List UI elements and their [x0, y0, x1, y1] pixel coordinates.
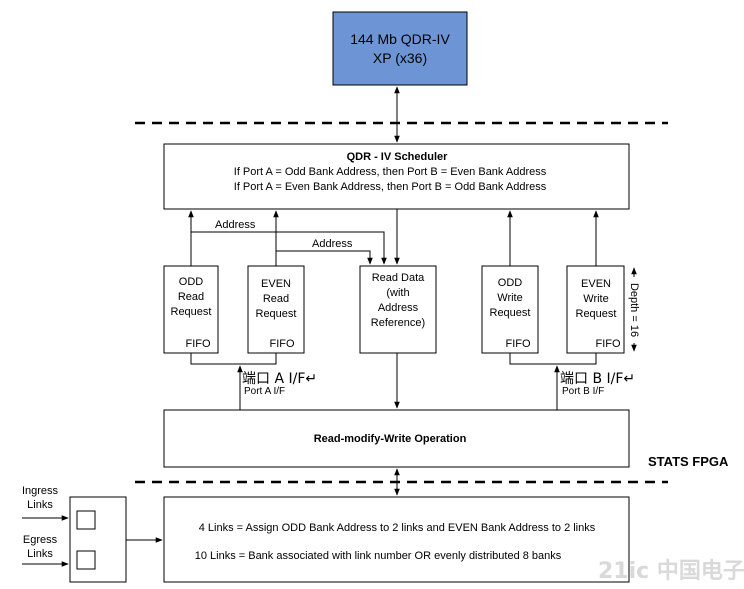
address-line-even: [276, 250, 373, 265]
port-a-en-label: Port A I/F: [244, 386, 285, 397]
read-data-label-3: Address: [378, 302, 419, 314]
depth-label-bg: [626, 277, 642, 343]
odd-read-request-fifo: ODD Read Request FIFO: [163, 265, 219, 354]
egress-label-2: Links: [27, 548, 53, 560]
address-line-odd: [191, 231, 387, 265]
odd-write-fifo-label: FIFO: [505, 338, 530, 350]
qdr-iv-memory-block: 144 Mb QDR-IV XP (x36): [332, 11, 468, 86]
even-write-fifo-label: FIFO: [595, 338, 620, 350]
egress-port-square: [76, 550, 96, 570]
links-rule-1: 4 Links = Assign ODD Bank Address to 2 l…: [199, 522, 596, 534]
odd-write-label-2: Write: [497, 292, 522, 304]
even-read-request-fifo: EVEN Read Request FIFO: [247, 265, 305, 354]
port-b-en-label: Port B I/F: [562, 386, 604, 397]
even-read-label-3: Request: [256, 308, 297, 320]
memory-line-1: 144 Mb QDR-IV: [350, 31, 450, 47]
memory-line-2: XP (x36): [373, 50, 427, 66]
links-rule-2: 10 Links = Bank associated with link num…: [195, 550, 562, 562]
read-data-label-4: Reference): [371, 317, 425, 329]
links-config-block: 4 Links = Assign ODD Bank Address to 2 l…: [163, 496, 630, 583]
qdr-iv-scheduler-block: QDR - IV Scheduler If Port A = Odd Bank …: [163, 143, 630, 210]
even-write-request-fifo: EVEN Write Request FIFO: [566, 265, 625, 354]
depth-label: Depth = 16: [628, 283, 640, 337]
scheduler-title: QDR - IV Scheduler: [347, 151, 449, 163]
address-label-2: Address: [312, 238, 353, 250]
ingress-label-2: Links: [27, 499, 53, 511]
odd-write-request-fifo: ODD Write Request FIFO: [481, 265, 539, 354]
odd-write-label-1: ODD: [498, 277, 523, 289]
odd-write-label-3: Request: [490, 307, 531, 319]
ingress-label-1: Ingress: [22, 485, 59, 497]
even-read-fifo-label: FIFO: [269, 338, 294, 350]
port-a-cn-label: 端口 A I/F↵: [242, 371, 317, 387]
odd-read-label-1: ODD: [179, 276, 204, 288]
read-modify-write-block: Read-modify-Write Operation: [163, 409, 630, 468]
even-write-label-1: EVEN: [581, 278, 611, 290]
port-b-cn-label: 端口 B I/F↵: [560, 371, 635, 387]
scheduler-rule-2: If Port A = Even Bank Address, then Port…: [234, 181, 547, 193]
even-read-label-2: Read: [263, 293, 289, 305]
scheduler-rule-1: If Port A = Odd Bank Address, then Port …: [234, 166, 547, 178]
port-b-even-line: [557, 353, 597, 365]
watermark-logo: 21ic 中国电子网: [598, 559, 744, 584]
odd-read-fifo-label: FIFO: [185, 338, 210, 350]
port-a-even-line: [240, 353, 277, 365]
port-a-odd-line: [190, 353, 240, 365]
even-write-label-3: Request: [576, 308, 617, 320]
link-mux-box: [69, 496, 127, 583]
address-label-1: Address: [215, 219, 256, 231]
even-read-label-1: EVEN: [261, 278, 291, 290]
odd-read-label-3: Request: [171, 306, 212, 318]
rmw-title: Read-modify-Write Operation: [314, 433, 467, 445]
read-data-fifo: Read Data (with Address Reference): [359, 265, 437, 354]
even-write-label-2: Write: [583, 293, 608, 305]
egress-label-1: Egress: [23, 534, 58, 546]
read-data-label-1: Read Data: [372, 272, 425, 284]
read-data-label-2: (with: [386, 287, 409, 299]
port-b-odd-line: [509, 353, 557, 365]
odd-read-label-2: Read: [178, 291, 204, 303]
stats-fpga-label: STATS FPGA: [648, 454, 729, 469]
ingress-port-square: [76, 510, 96, 530]
